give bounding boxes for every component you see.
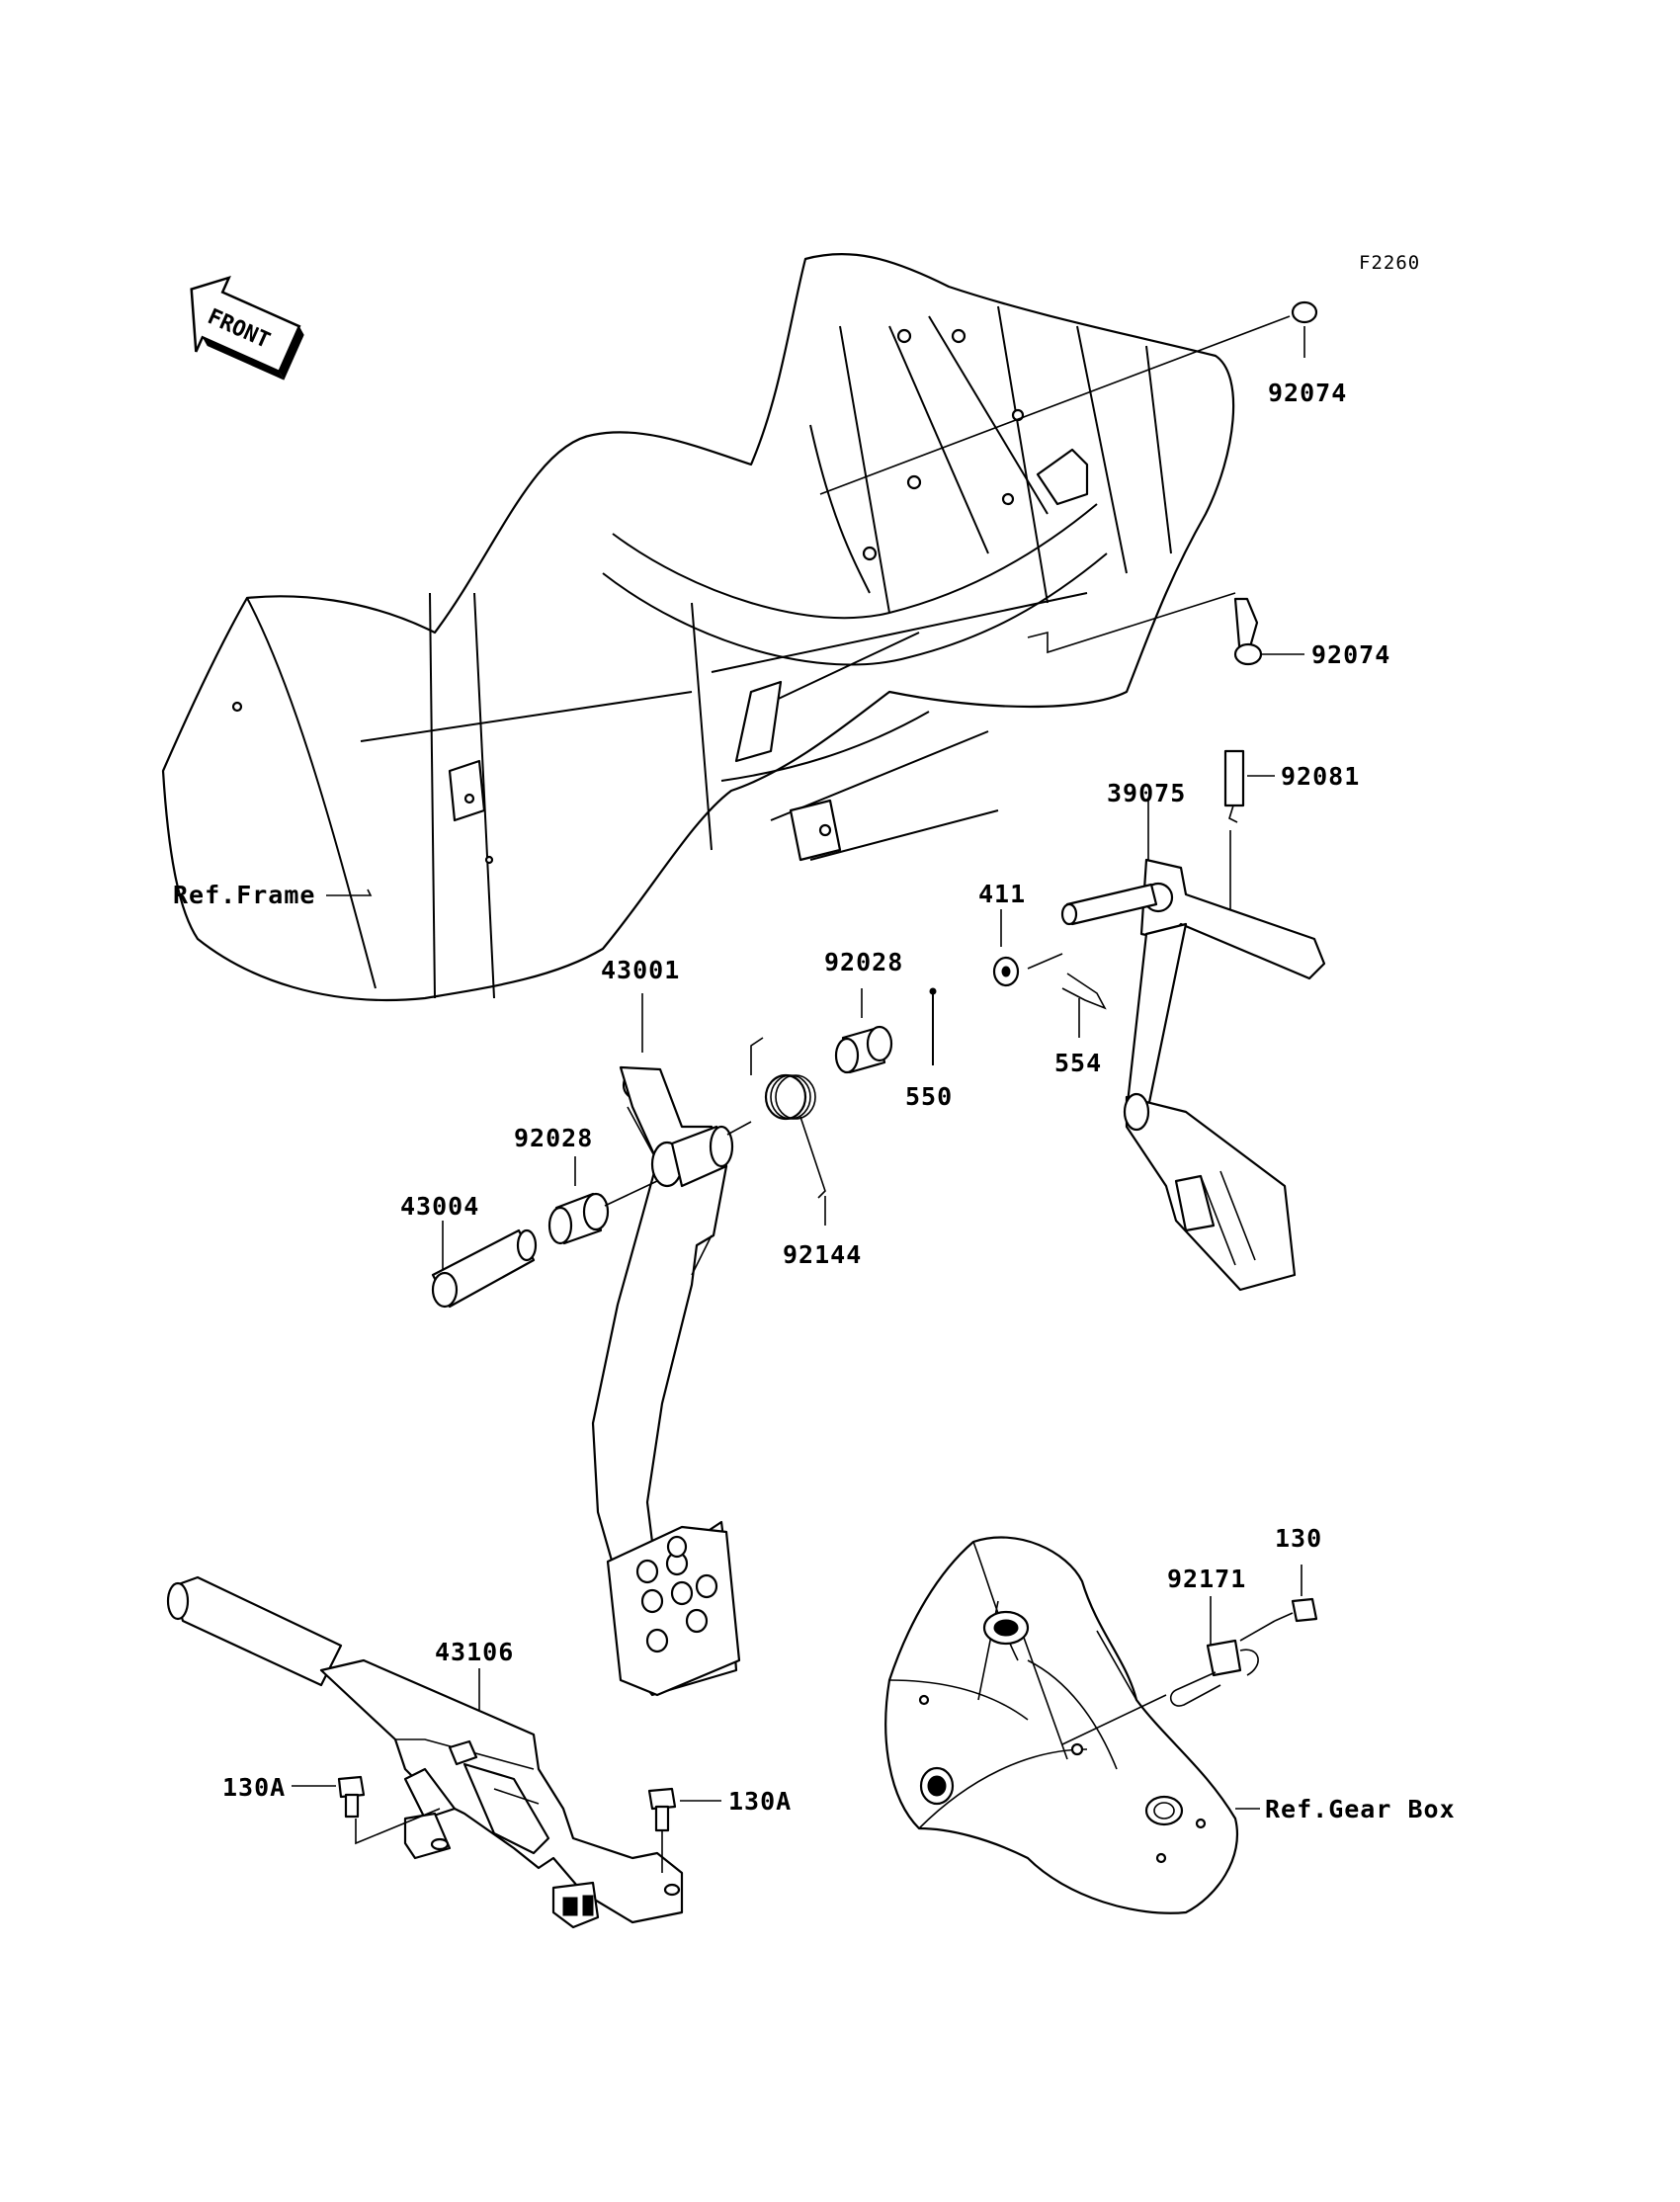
bolt-130 (1239, 1565, 1318, 1642)
hand-lever-43106 (166, 1575, 684, 1929)
spring-92144 (750, 1037, 826, 1226)
label-43106: 43106 (435, 1638, 514, 1666)
pin-43004 (431, 1221, 538, 1309)
diagram-code: F2260 (1359, 252, 1420, 274)
label-92144: 92144 (783, 1240, 862, 1269)
label-39075: 39075 (1107, 779, 1186, 807)
frame-drawing (161, 253, 1291, 1002)
label-130: 130 (1275, 1524, 1322, 1553)
label-554: 554 (1054, 1049, 1102, 1077)
front-arrow-icon: FRONT (190, 275, 304, 381)
ref-gearbox-label: Ref.Gear Box (1265, 1795, 1456, 1823)
label-92028-right: 92028 (824, 948, 903, 976)
label-550: 550 (905, 1082, 953, 1111)
grommet-92074-lower (1233, 597, 1304, 666)
clip-554 (1061, 973, 1107, 1038)
pedal-43001 (591, 993, 752, 1697)
gear-box (884, 1536, 1260, 1914)
label-43004: 43004 (400, 1192, 479, 1221)
label-92074-lower: 92074 (1311, 640, 1390, 669)
label-411: 411 (978, 880, 1026, 908)
pin-550 (929, 987, 937, 1065)
label-92074-upper: 92074 (1268, 379, 1347, 407)
washer-411 (992, 909, 1063, 987)
label-130A-right: 130A (728, 1787, 792, 1816)
spring-92081 (1223, 749, 1275, 823)
grommet-92074-upper (1291, 300, 1318, 358)
bolt-130A-left (292, 1775, 366, 1819)
label-92081: 92081 (1281, 762, 1360, 791)
pin-92171 (1061, 1596, 1259, 1745)
label-92028-left: 92028 (514, 1124, 593, 1152)
label-92171: 92171 (1167, 1565, 1246, 1593)
bolt-130A-right (647, 1787, 721, 1873)
pedal-39075 (1060, 799, 1326, 1292)
label-130A-left: 130A (222, 1773, 286, 1802)
ref-frame-label: Ref.Frame (173, 881, 315, 909)
bushing-92028-left (547, 1156, 658, 1245)
label-43001: 43001 (601, 956, 680, 984)
bushing-92028-right (834, 988, 893, 1074)
